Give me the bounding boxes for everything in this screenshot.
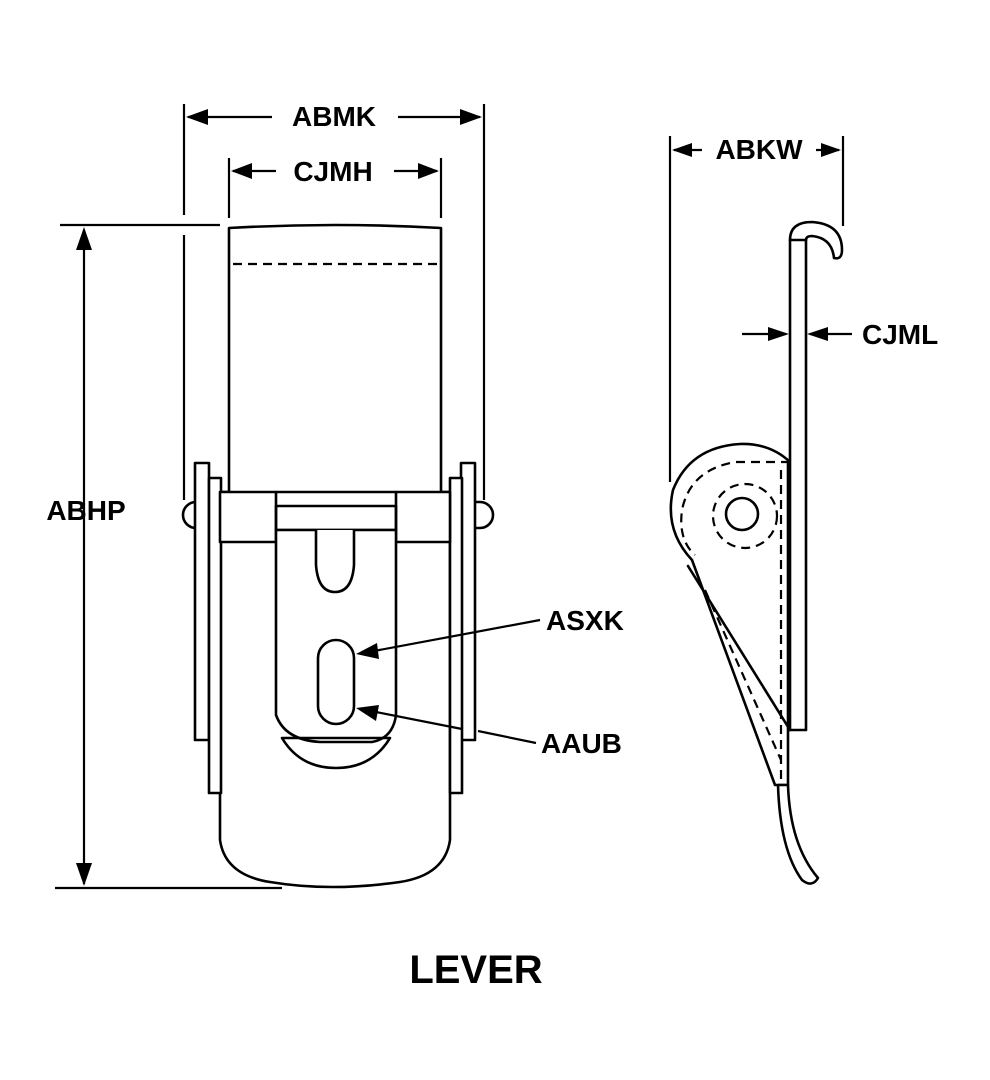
dimensions: ABMK CJMH ABHP ABKW CJML ASXK bbox=[46, 101, 938, 890]
pivot-hole bbox=[724, 496, 760, 532]
dim-label-abhp: ABHP bbox=[46, 495, 125, 526]
dim-label-abkw: ABKW bbox=[715, 134, 803, 165]
cam-body bbox=[669, 442, 792, 787]
figure-caption: LEVER bbox=[409, 948, 542, 992]
center-tongue bbox=[274, 528, 398, 744]
dim-label-cjml: CJML bbox=[862, 319, 938, 350]
side-strap bbox=[788, 238, 808, 732]
bottom-opening bbox=[280, 736, 392, 770]
upper-hook bbox=[788, 220, 844, 260]
dim-label-cjmh: CJMH bbox=[293, 156, 372, 187]
lower-hook bbox=[776, 783, 820, 885]
lower-slot bbox=[316, 638, 356, 726]
side-plate-left-inner bbox=[207, 476, 223, 795]
callout-asxk: ASXK bbox=[546, 605, 624, 636]
hinge-pin bbox=[274, 504, 398, 532]
side-view bbox=[669, 220, 844, 885]
hidden-cam-line bbox=[680, 460, 790, 556]
callout-aaub: AAUB bbox=[541, 728, 622, 759]
hidden-pivot bbox=[711, 482, 779, 550]
upper-strap bbox=[227, 223, 443, 500]
dim-label-abmk: ABMK bbox=[292, 101, 376, 132]
upper-slot bbox=[314, 530, 356, 594]
side-plate-left-outer bbox=[193, 461, 211, 742]
front-view bbox=[181, 223, 495, 889]
